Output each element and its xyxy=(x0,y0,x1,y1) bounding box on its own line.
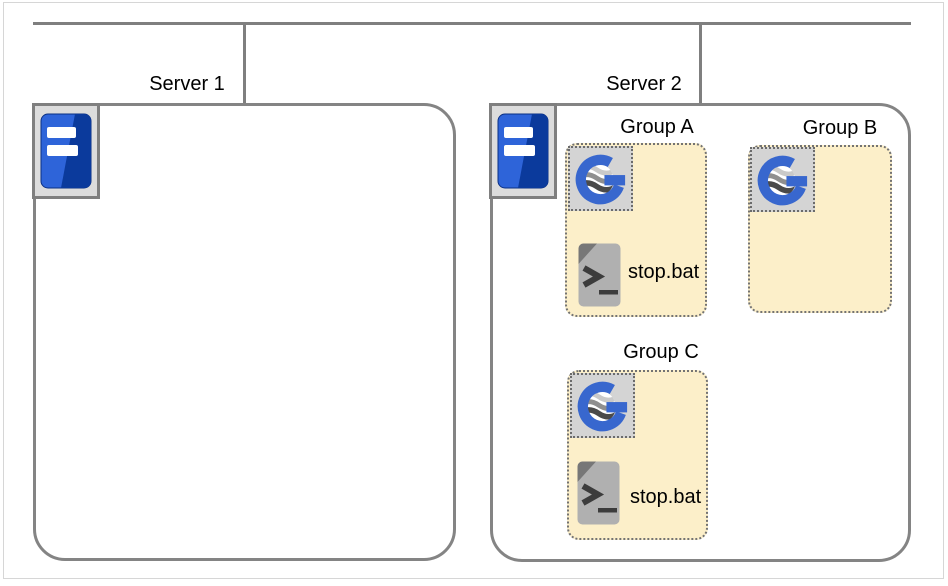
server2-label: Server 2 xyxy=(606,73,682,95)
group-a-file-label: stop.bat xyxy=(628,261,700,283)
network-trunk-line xyxy=(33,22,911,25)
g-globe-logo-icon xyxy=(570,373,635,438)
server1-box xyxy=(33,103,456,561)
outer-frame xyxy=(3,2,944,579)
server-tower-icon xyxy=(32,103,100,199)
server-tower-icon xyxy=(489,103,557,199)
server1-label: Server 1 xyxy=(149,73,225,95)
terminal-batch-file-icon xyxy=(576,460,621,526)
g-globe-logo-icon xyxy=(750,147,815,212)
server2-connector-line xyxy=(699,22,702,105)
group-a-label: Group A xyxy=(620,116,694,138)
g-globe-logo-icon xyxy=(568,146,633,211)
group-c-file-label: stop.bat xyxy=(630,486,702,508)
group-c-label: Group C xyxy=(623,341,699,363)
server1-connector-line xyxy=(243,22,246,105)
terminal-batch-file-icon xyxy=(577,242,622,308)
group-b-label: Group B xyxy=(802,117,878,139)
